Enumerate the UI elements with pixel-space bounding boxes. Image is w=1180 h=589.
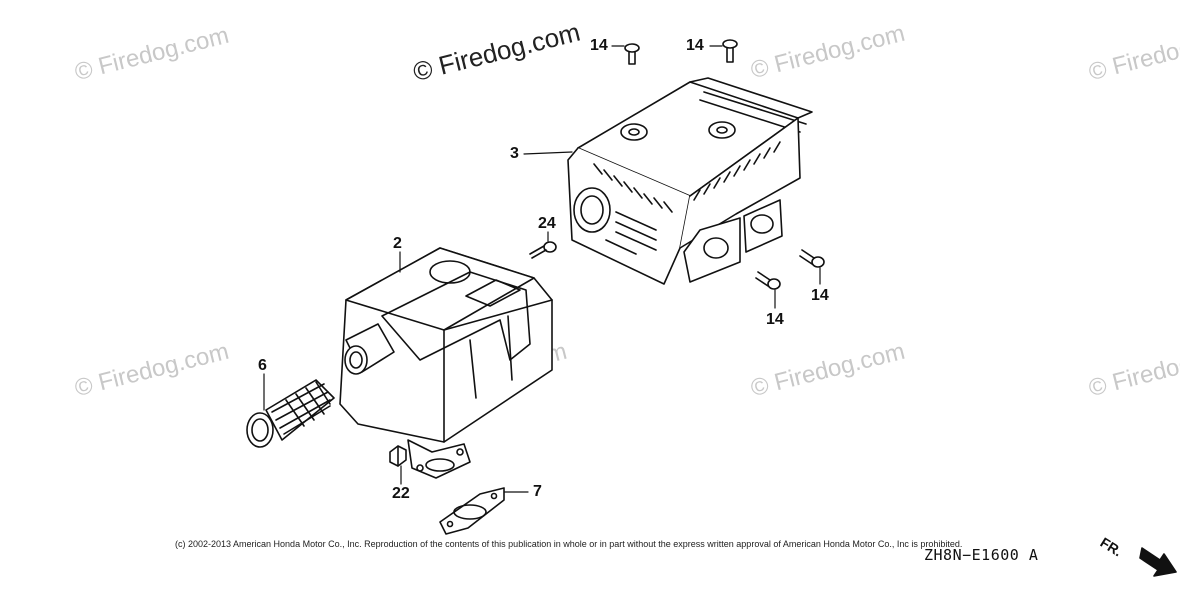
muffler-part[interactable] (339, 247, 553, 479)
callout-spark-arrester[interactable]: 6 (258, 357, 267, 374)
callout-bolt[interactable]: 14 (766, 311, 784, 328)
muffler-protector-part[interactable] (567, 77, 813, 285)
bolt-part[interactable] (799, 249, 825, 268)
callout-nut[interactable]: 22 (392, 485, 410, 502)
bolt-part[interactable] (624, 43, 640, 65)
diagram-code: ZH8N−E1600 A (924, 546, 1039, 564)
bolt-part[interactable] (722, 39, 738, 63)
callout-gasket[interactable]: 7 (533, 483, 542, 500)
callout-bolt[interactable]: 24 (538, 215, 556, 232)
callout-protector[interactable]: 3 (510, 145, 519, 162)
front-arrow-icon (1139, 547, 1177, 577)
nut-part[interactable] (389, 445, 407, 467)
callout-bolt[interactable]: 14 (590, 37, 608, 54)
copyright-notice: (c) 2002-2013 American Honda Motor Co., … (175, 539, 963, 549)
callout-bolt[interactable]: 14 (811, 287, 829, 304)
leader-lines (263, 45, 821, 493)
bolt-part[interactable] (755, 271, 781, 290)
callout-bolt[interactable]: 14 (686, 37, 704, 54)
callout-muffler[interactable]: 2 (393, 235, 402, 252)
spark-arrester-part[interactable] (246, 379, 335, 448)
gasket-part[interactable] (439, 487, 505, 535)
bolt-part[interactable] (529, 241, 557, 259)
